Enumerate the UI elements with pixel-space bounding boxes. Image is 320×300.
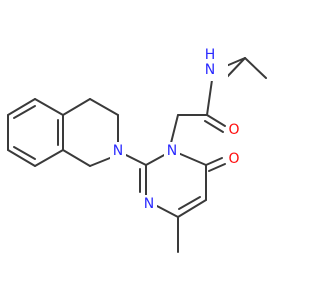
- bond-thiq-c4-c4a: [62, 98, 91, 116]
- atom-label-layer: N H O N N O N: [110, 47, 242, 213]
- bond-benzene-c4a-c5: [34, 98, 64, 116]
- canvas-background: [0, 0, 300, 300]
- bond-isopropyl-ch-methyl-right: [244, 57, 267, 79]
- thiq-nitrogen-background: [110, 142, 126, 160]
- amide-oxygen-background: [226, 121, 242, 139]
- ring-oxygen-label: O: [228, 151, 239, 167]
- bond-benzene-inner-2: [13, 105, 36, 119]
- bond-thiq-c3-c4: [89, 98, 119, 116]
- bond-c5-c4-2: [178, 196, 201, 210]
- bond-methylene-ring-nitrogen: [169, 114, 179, 148]
- bond-layer: [7, 57, 267, 253]
- bond-thiq-n-c1: [89, 157, 111, 167]
- bond-c6-oxygen-1: [205, 157, 223, 166]
- ring-oxygen-background: [226, 150, 242, 168]
- bond-thiq-c1-c8a: [62, 149, 91, 167]
- amide-hydrogen-label: H: [205, 47, 216, 63]
- bond-benzene-c5-c6: [7, 98, 36, 116]
- bond-n1-c6: [177, 152, 207, 166]
- bond-carbonyl-oxygen-2: [204, 120, 224, 133]
- bond-c5-c4-1: [177, 199, 207, 218]
- bond-isopropyl-ch-methyl-left: [225, 57, 246, 79]
- bond-carbonyl-oxygen-1: [206, 114, 226, 127]
- ring-n1-background: [164, 142, 180, 160]
- bond-benzene-c8-c8a: [34, 149, 64, 167]
- thiq-nitrogen-label: N: [113, 143, 123, 159]
- amide-oxygen-label: O: [228, 122, 239, 138]
- bond-c2-n1: [145, 153, 167, 166]
- bond-benzene-inner-3: [13, 146, 36, 160]
- bond-c2-thiq-nitrogen: [125, 154, 147, 166]
- ring-n3-background: [141, 195, 157, 213]
- bond-c4-n3: [156, 205, 179, 218]
- bond-amide-nitrogen-carbonyl: [206, 79, 213, 116]
- bond-benzene-c7-c8: [7, 149, 36, 167]
- molecule-structure-diagram: N H O N N O N: [0, 0, 300, 300]
- amide-nitrogen-label: N: [205, 62, 215, 78]
- bond-c6-oxygen-2: [208, 163, 226, 172]
- ring-n3-label: N: [144, 196, 154, 212]
- amide-nh-background: [204, 61, 228, 81]
- ring-n1-label: N: [167, 143, 177, 159]
